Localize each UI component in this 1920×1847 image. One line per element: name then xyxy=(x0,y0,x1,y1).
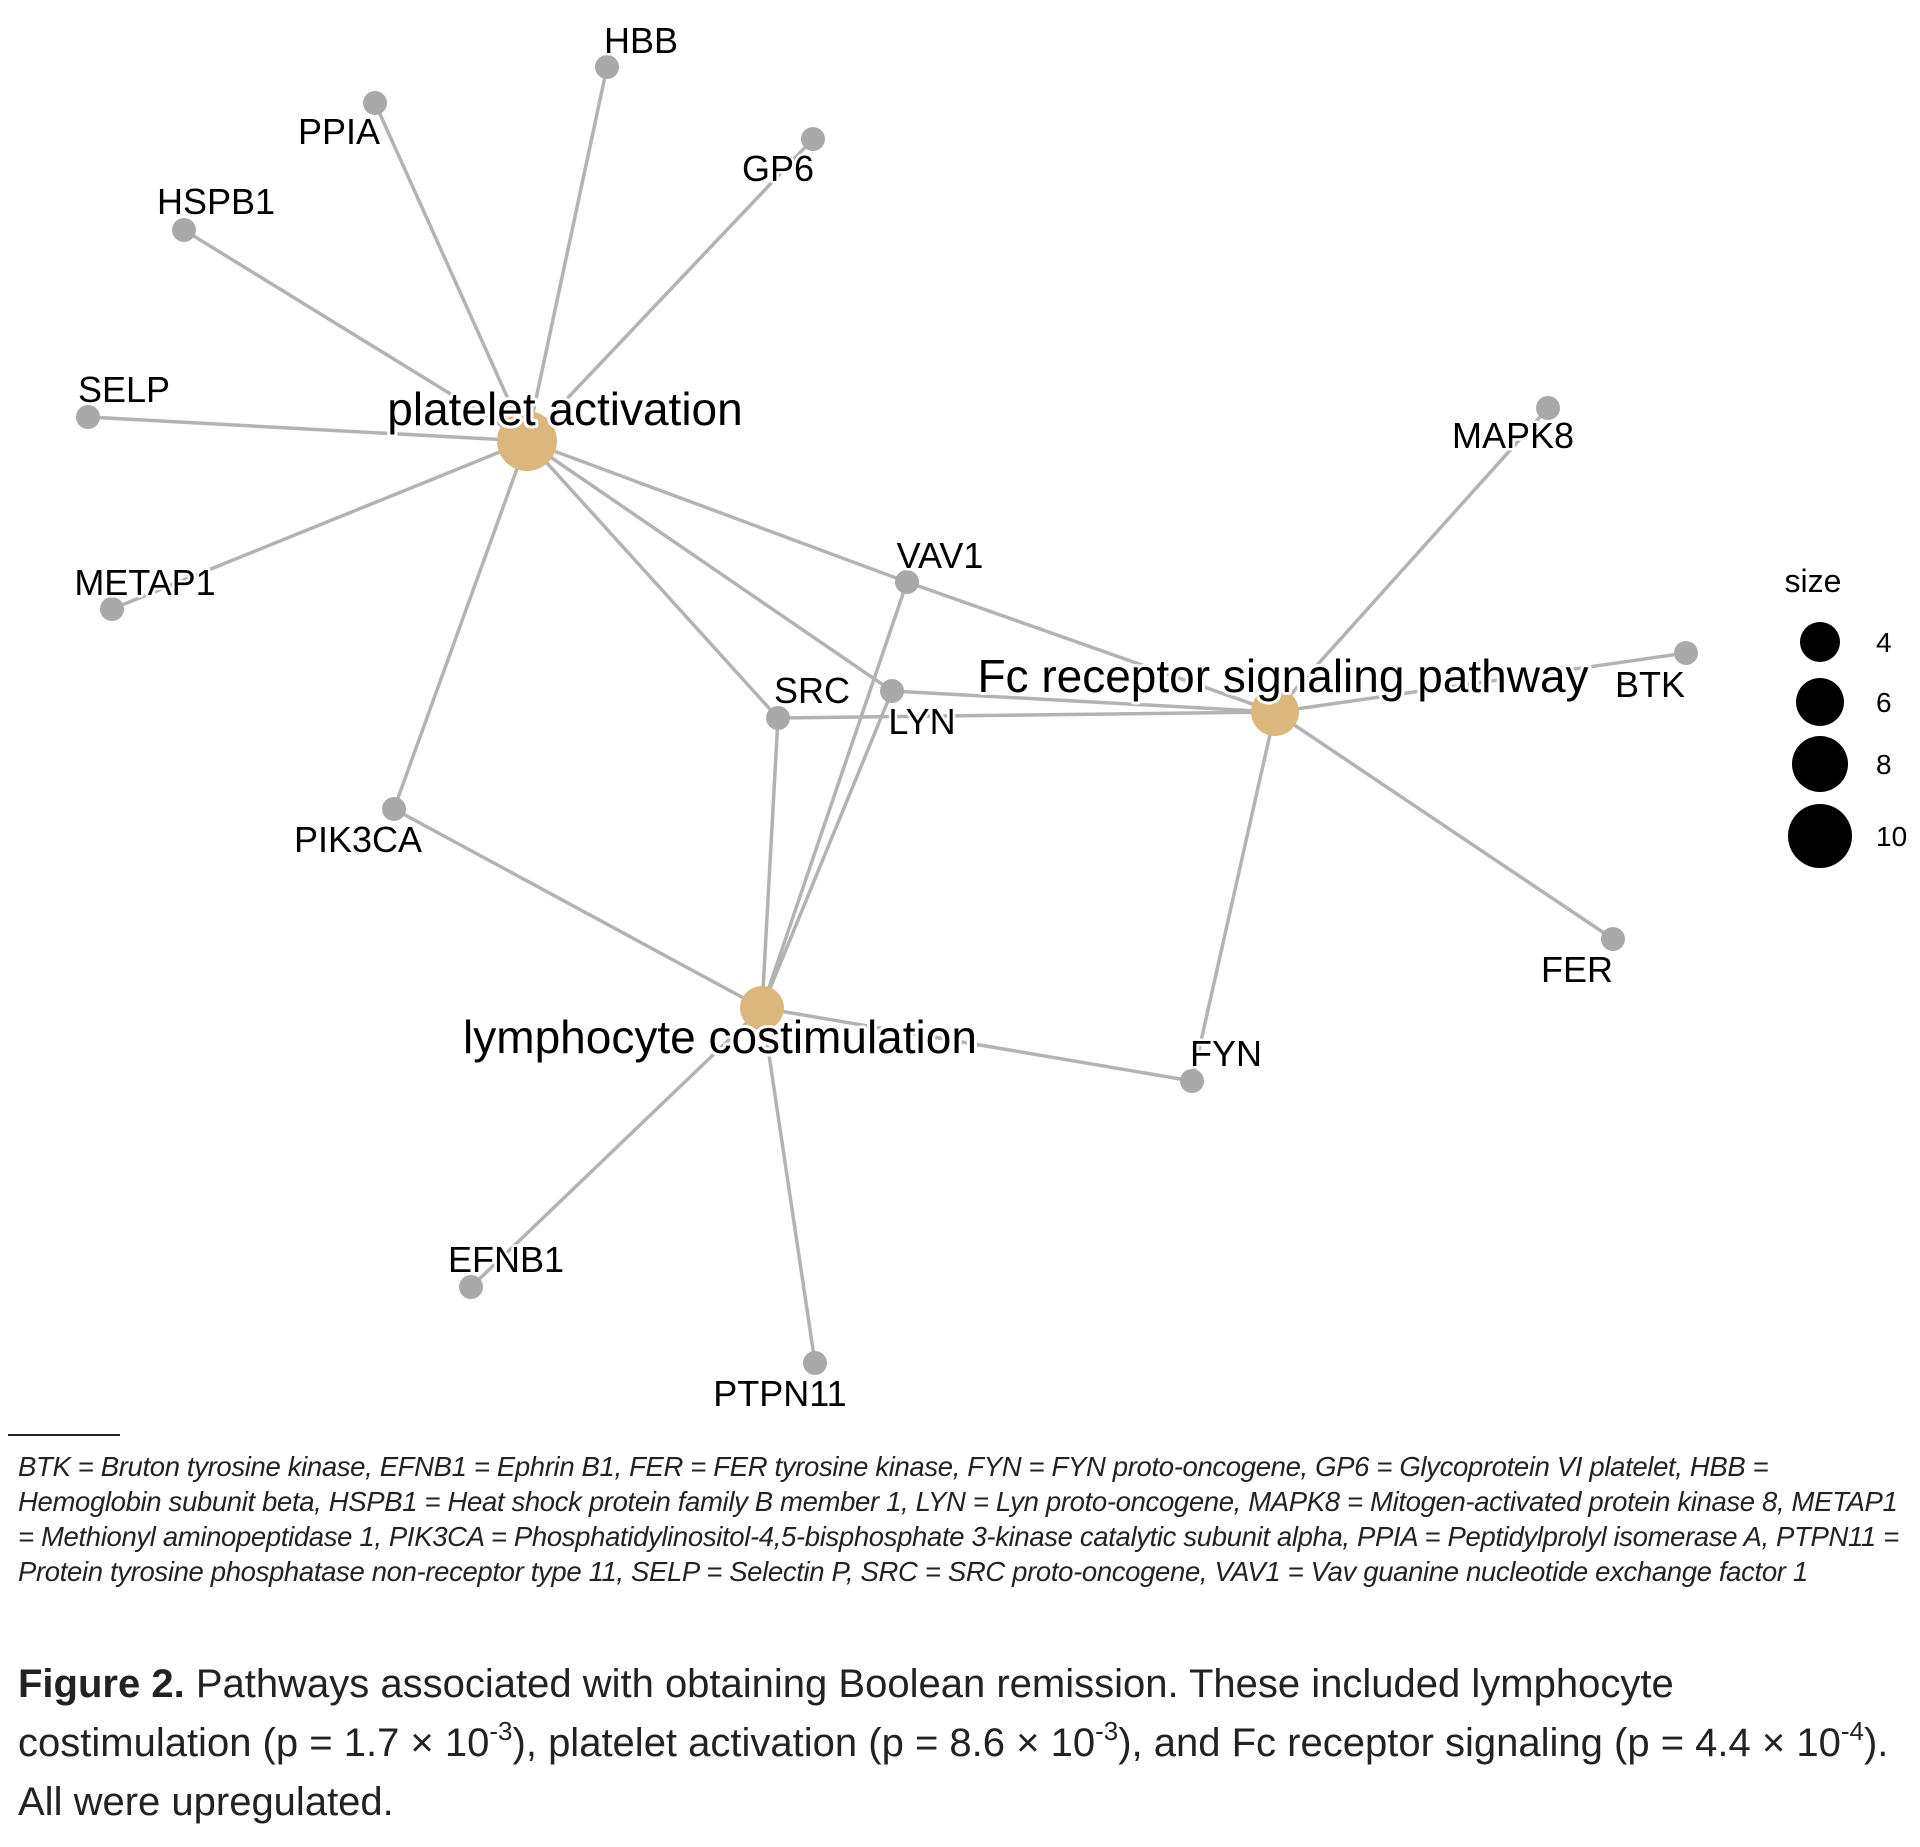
gene-label-src: SRC xyxy=(774,670,850,711)
edge-platelet-src xyxy=(525,439,780,720)
gene-node-lyn xyxy=(880,679,904,703)
pathway-node-fc xyxy=(1251,688,1299,736)
edge-platelet-hbb xyxy=(525,66,609,442)
legend-dot-6 xyxy=(1796,678,1844,726)
gene-label-metap1: METAP1 xyxy=(74,562,215,603)
caption-exponent-3: -4 xyxy=(1840,1716,1864,1746)
gene-node-vav1 xyxy=(895,570,919,594)
gene-label-lyn: LYN xyxy=(888,701,955,742)
edge-fc-mapk8 xyxy=(1273,406,1550,714)
caption-text-4: ). All were upregulated. xyxy=(18,1721,1889,1824)
edge-lympho-lyn xyxy=(760,690,894,1009)
gene-label-mapk8: MAPK8 xyxy=(1452,415,1574,456)
nodes-layer xyxy=(76,55,1698,1375)
edge-lympho-pik3ca xyxy=(393,807,763,1010)
edge-platelet-vav1 xyxy=(526,439,908,584)
gene-node-selp xyxy=(76,405,100,429)
gene-label-ppia: PPIA xyxy=(298,111,380,152)
pathway-node-platelet xyxy=(497,411,557,471)
edge-lympho-ptpn11 xyxy=(760,1007,817,1364)
edge-lympho-src xyxy=(760,717,780,1009)
gene-node-fyn xyxy=(1180,1069,1204,1093)
gene-node-metap1 xyxy=(100,597,124,621)
pathway-node-lympho xyxy=(740,986,784,1030)
edge-lympho-efnb1 xyxy=(469,1006,764,1289)
gene-label-efnb1: EFNB1 xyxy=(448,1239,564,1280)
edge-platelet-lyn xyxy=(526,439,893,693)
legend-label-4: 4 xyxy=(1876,627,1892,658)
gene-node-ptpn11 xyxy=(803,1351,827,1375)
edge-lympho-vav1 xyxy=(760,581,909,1009)
caption-text-2: ), platelet activation (p = 8.6 × 10 xyxy=(512,1721,1096,1765)
gene-node-fer xyxy=(1601,927,1625,951)
gene-node-btk xyxy=(1674,641,1698,665)
footnote-rule xyxy=(8,1434,120,1436)
edge-platelet-ppia xyxy=(373,102,529,442)
gene-label-hbb: HBB xyxy=(604,20,678,61)
edge-platelet-metap1 xyxy=(111,439,528,611)
gene-label-selp: SELP xyxy=(78,369,170,410)
edge-lympho-fyn xyxy=(761,1006,1193,1083)
abbreviation-footnote: BTK = Bruton tyrosine kinase, EFNB1 = Ep… xyxy=(18,1451,1899,1587)
caption-exponent-1: -3 xyxy=(489,1716,513,1746)
legend-dot-8 xyxy=(1792,736,1848,792)
gene-node-gp6 xyxy=(801,127,825,151)
pathway-label-platelet: platelet activation xyxy=(387,383,742,435)
edge-fc-lyn xyxy=(891,689,1276,714)
legend-title: size xyxy=(1785,563,1842,599)
gene-label-ptpn11: PTPN11 xyxy=(713,1373,846,1414)
gene-label-btk: BTK xyxy=(1615,664,1685,705)
legend-dot-4 xyxy=(1800,622,1840,662)
edges-layer xyxy=(87,66,1687,1364)
edge-platelet-gp6 xyxy=(525,137,815,443)
legend-label-6: 6 xyxy=(1876,687,1892,718)
gene-label-hspb1: HSPB1 xyxy=(157,181,275,222)
edge-platelet-pik3ca xyxy=(392,440,529,810)
size-legend: size 4 6 8 10 xyxy=(1785,563,1907,868)
caption-exponent-2: -3 xyxy=(1095,1716,1119,1746)
figure-caption: Figure 2. Pathways associated with obtai… xyxy=(18,1655,1908,1832)
pathway-label-lympho: lymphocyte costimulation xyxy=(463,1011,977,1063)
edge-fc-btk xyxy=(1274,651,1687,714)
edge-fc-fer xyxy=(1274,710,1614,941)
edge-fc-fyn xyxy=(1190,711,1277,1082)
pathway-label-fc: Fc receptor signaling pathway xyxy=(977,650,1588,702)
edge-fc-src xyxy=(777,710,1276,720)
figure-label: Figure 2. xyxy=(18,1662,185,1706)
legend-dot-10 xyxy=(1788,804,1852,868)
legend-label-10: 10 xyxy=(1876,821,1907,852)
edge-fc-vav1 xyxy=(906,580,1276,714)
caption-text-1: Pathways associated with obtaining Boole… xyxy=(18,1662,1674,1765)
gene-node-hspb1 xyxy=(172,218,196,242)
legend-label-8: 8 xyxy=(1876,749,1892,780)
gene-label-pik3ca: PIK3CA xyxy=(294,819,422,860)
gene-node-efnb1 xyxy=(459,1275,483,1299)
gene-node-hbb xyxy=(595,55,619,79)
caption-text-3: ), and Fc receptor signaling (p = 4.4 × … xyxy=(1118,1721,1841,1765)
gene-label-fyn: FYN xyxy=(1190,1033,1262,1074)
edge-platelet-selp xyxy=(87,415,528,443)
edge-platelet-hspb1 xyxy=(183,228,528,443)
gene-node-ppia xyxy=(363,91,387,115)
gene-node-pik3ca xyxy=(382,797,406,821)
gene-label-gp6: GP6 xyxy=(742,148,814,189)
gene-node-mapk8 xyxy=(1536,396,1560,420)
gene-node-src xyxy=(766,706,790,730)
gene-label-vav1: VAV1 xyxy=(897,535,984,576)
gene-label-fer: FER xyxy=(1541,949,1613,990)
